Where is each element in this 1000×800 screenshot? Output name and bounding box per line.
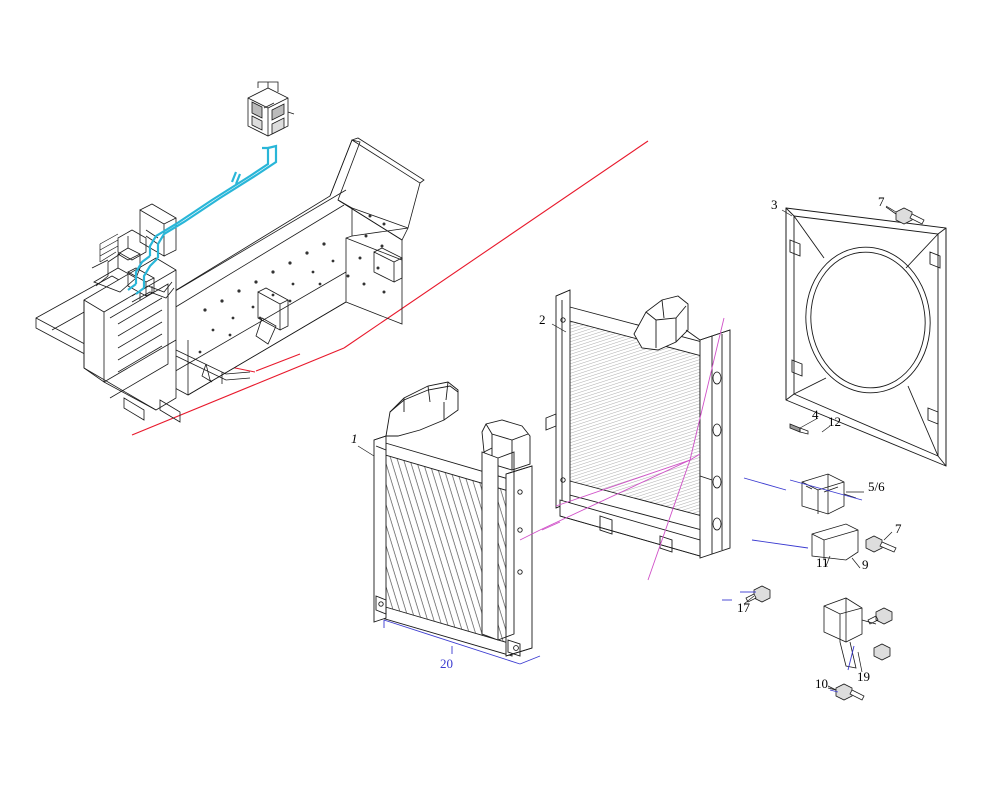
callout-leader-lines bbox=[357, 205, 897, 691]
callout-10: 10 bbox=[815, 676, 828, 691]
callout-17: 17 bbox=[737, 600, 750, 615]
assembly-leader-lines-blue bbox=[383, 477, 863, 693]
callout-4: 4 bbox=[812, 407, 819, 422]
fasteners-and-brackets bbox=[745, 206, 925, 701]
radiator-assembly bbox=[545, 289, 731, 559]
callout-7-top: 7 bbox=[878, 194, 885, 209]
chassis-frame-assembly bbox=[159, 137, 425, 396]
front-crossmember-assembly bbox=[35, 203, 251, 423]
coolant-hose-harness-cyan bbox=[127, 144, 278, 295]
callout-2: 2 bbox=[539, 312, 546, 327]
callout-20: 20 bbox=[440, 656, 453, 671]
charge-air-cooler-assembly bbox=[373, 381, 533, 657]
callout-9: 9 bbox=[862, 557, 869, 572]
assembly-leader-lines-magenta bbox=[519, 317, 725, 581]
callout-19: 19 bbox=[857, 669, 870, 684]
callout-5-6: 5/6 bbox=[868, 479, 885, 494]
connector-module bbox=[247, 81, 295, 137]
callout-1: 1 bbox=[351, 431, 358, 446]
callout-3: 3 bbox=[771, 197, 778, 212]
fan-shroud-assembly bbox=[785, 207, 947, 467]
callout-11: 11 bbox=[816, 555, 829, 570]
callout-12: 12 bbox=[828, 414, 841, 429]
callout-7-right: 7 bbox=[895, 521, 902, 536]
